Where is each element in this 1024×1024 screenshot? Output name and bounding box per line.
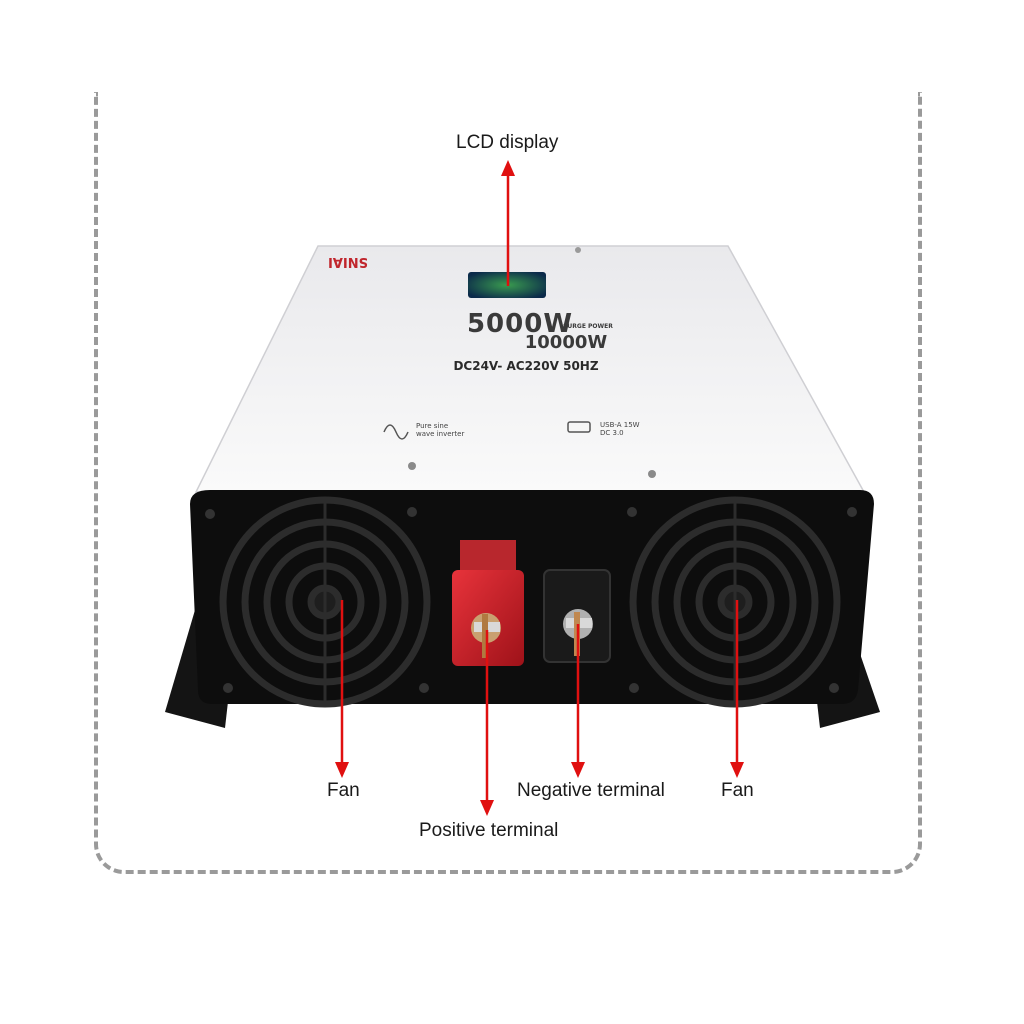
feature-right-line2: DC 3.0: [600, 429, 624, 437]
brand-logo: SNIAI: [328, 254, 368, 269]
power-caption: SURGE POWER: [563, 323, 613, 330]
screw: [575, 247, 581, 253]
sine-wave-icon: [383, 424, 409, 440]
callout-positive: Positive terminal: [419, 820, 559, 841]
arrow-negative: [571, 624, 585, 778]
positive-terminal: [452, 540, 524, 666]
power-sub: 10000W: [525, 332, 608, 353]
screw: [648, 470, 656, 478]
callout-fan-left: Fan: [327, 780, 360, 801]
callout-lcd: LCD display: [456, 132, 559, 153]
feature-left-line2: wave inverter: [416, 430, 464, 438]
feature-left-line1: Pure sine: [416, 422, 448, 430]
arrow-positive: [480, 630, 494, 816]
voltage-label: DC24V- AC220V 50HZ: [453, 359, 598, 373]
usb-icon: [567, 421, 591, 433]
screw: [408, 462, 416, 470]
arrow-lcd: [501, 160, 515, 286]
arrow-fan-left: [335, 600, 349, 778]
fan-grille-right: [629, 496, 841, 708]
inverter-top-cover: [194, 245, 866, 493]
power-main: 5000W: [467, 309, 573, 339]
arrow-fan-right: [730, 600, 744, 778]
dashed-frame: [94, 92, 922, 874]
fan-grille-left: [219, 496, 431, 708]
feature-right-line1: USB-A 15W: [600, 421, 640, 429]
callout-negative: Negative terminal: [517, 780, 665, 801]
callout-fan-right: Fan: [721, 780, 754, 801]
